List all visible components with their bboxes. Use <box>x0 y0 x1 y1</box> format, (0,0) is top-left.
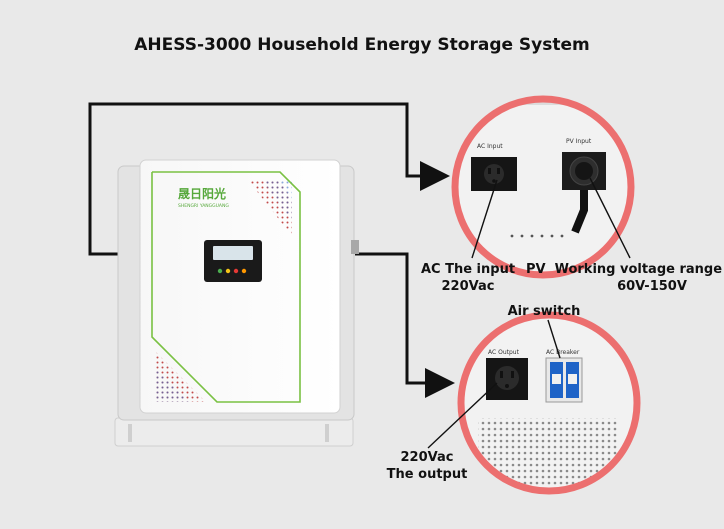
ac-input-pointer <box>471 179 498 259</box>
brand-logo: 晟日阳光 <box>178 186 226 201</box>
output-pointer <box>427 382 498 449</box>
pv-voltage-range-label: PV Working voltage range <box>526 262 722 277</box>
output-voltage-label: 220Vac <box>401 450 454 465</box>
status-led-yellow <box>225 268 231 274</box>
green-trim <box>151 171 301 403</box>
inverter-unit: 晟日阳光 SHENGRI YANGGUANG <box>114 159 359 447</box>
ac-input-panel-label: AC Input <box>477 143 503 150</box>
input-cable-line <box>88 102 450 256</box>
status-led-orange <box>241 268 247 274</box>
ac-breaker-panel-label: AC Breaker <box>546 349 580 356</box>
page-title: AHESS-3000 Household Energy Storage Syst… <box>134 35 590 55</box>
output-panel-zoom: AC Output AC Breaker <box>457 311 641 495</box>
pv-voltage-range-value: 60V-150V <box>617 279 687 294</box>
output-cable-line <box>355 252 455 398</box>
mounting-bracket <box>114 417 354 447</box>
ac-input-voltage: 220Vac <box>442 279 495 294</box>
input-zoom-ring <box>451 95 635 279</box>
pv-pointer <box>589 177 631 259</box>
air-switch-label: Air switch <box>508 304 581 319</box>
status-led-green <box>217 268 223 274</box>
output-label: The output <box>387 467 468 482</box>
air-switch-pointer <box>547 319 561 359</box>
pointer-lines <box>427 177 631 449</box>
output-zoom-ring <box>457 311 641 495</box>
side-port <box>351 240 359 254</box>
ac-output-panel-label: AC Output <box>488 349 520 356</box>
ac-input-label: AC The input <box>421 262 515 277</box>
lcd-screen <box>213 246 253 260</box>
connector-lines <box>88 102 455 398</box>
brand-subtitle: SHENGRI YANGGUANG <box>178 203 229 209</box>
pv-input-panel-label: PV Input <box>566 138 592 145</box>
input-panel-zoom: AC Input PV Input <box>451 95 635 279</box>
status-led-red <box>233 268 239 274</box>
